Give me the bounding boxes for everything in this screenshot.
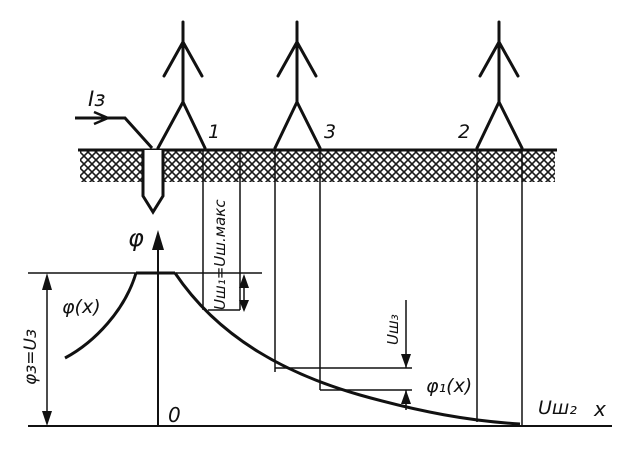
potential-curve-left xyxy=(64,272,138,360)
person-label-3: 3 xyxy=(324,121,336,143)
y-axis-label: φ xyxy=(128,224,144,252)
origin-label: 0 xyxy=(168,403,181,427)
potential-curve-right xyxy=(173,272,521,426)
person-label-2: 2 xyxy=(458,121,470,143)
curve-left-label: φ(x) xyxy=(62,296,101,318)
step-voltage-3-label: Uш₃ xyxy=(384,314,402,345)
max-step-voltage-label: Uш₁=Uш.макс xyxy=(211,199,229,310)
person-figure-2 xyxy=(475,20,524,150)
x-axis-label: x xyxy=(593,397,606,421)
current-lead xyxy=(75,110,154,150)
ground-potential-dimension xyxy=(42,273,52,426)
y-axis xyxy=(152,230,164,426)
step-voltage-2-label: Uш₂ xyxy=(538,397,577,419)
curve-right-label: φ₁(x) xyxy=(426,375,472,397)
person-figure-3 xyxy=(273,20,322,150)
ground-electrode xyxy=(141,150,165,215)
source-current-label: Iз xyxy=(88,87,105,111)
ground-potential-label: φз=Uз xyxy=(21,329,41,385)
step-voltage-3-dimension xyxy=(275,300,412,410)
max-step-voltage-dimension xyxy=(208,274,249,312)
person-figure-1 xyxy=(156,20,207,150)
person-label-1: 1 xyxy=(208,121,220,143)
foot-projection-lines xyxy=(202,150,523,426)
